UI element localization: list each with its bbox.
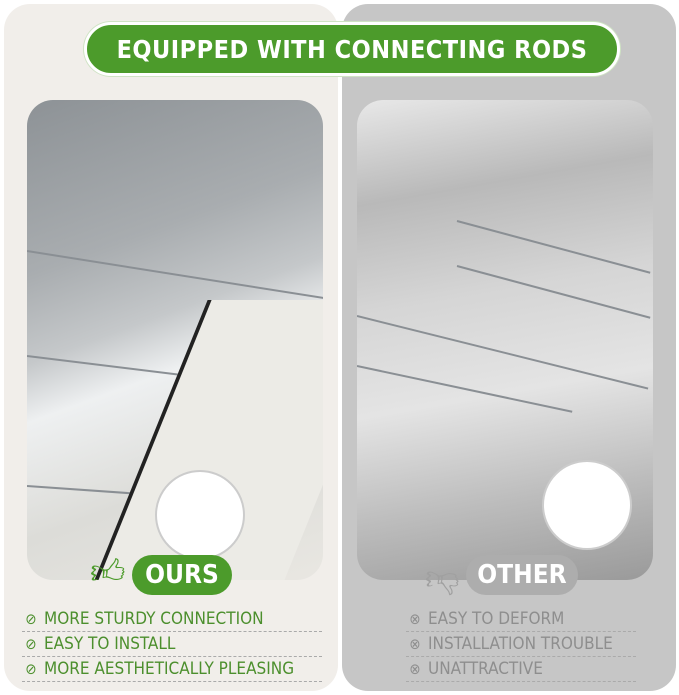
list-item: ⊘ MORE STURDY CONNECTION [22,607,322,632]
other-feature-list: ⊗ EASY TO DEFORM ⊗ INSTALLATION TROUBLE ⊗ U… [406,607,636,682]
ours-product-photo [27,100,323,580]
feature-text: EASY TO INSTALL [44,634,176,654]
other-label: OTHER [466,555,578,595]
x-circle-icon: ⊗ [409,610,421,628]
x-circle-icon: ⊗ [409,660,421,678]
feature-text: MORE STURDY CONNECTION [44,609,264,629]
list-item: ⊘ EASY TO INSTALL [22,632,322,657]
check-circle-icon: ⊘ [25,660,37,678]
thumbs-up-icon: 👍︎ [90,552,126,592]
feature-text: INSTALLATION TROUBLE [428,634,613,654]
check-circle-icon: ⊘ [25,610,37,628]
ours-feature-list: ⊘ MORE STURDY CONNECTION ⊘ EASY TO INSTALL… [22,607,322,682]
rod-connector-closeup [155,470,245,560]
list-item: ⊗ UNATTRACTIVE [406,657,636,682]
list-item: ⊗ INSTALLATION TROUBLE [406,632,636,657]
ours-label: OURS [132,555,232,595]
check-circle-icon: ⊘ [25,635,37,653]
broken-connection-closeup [542,460,632,550]
list-item: ⊘ MORE AESTHETICALLY PLEASING [22,657,322,682]
feature-text: EASY TO DEFORM [428,609,565,629]
page-title: EQUIPPED WITH CONNECTING RODS [84,22,620,76]
feature-text: UNATTRACTIVE [428,659,543,679]
x-circle-icon: ⊗ [409,635,421,653]
other-product-photo [357,100,653,580]
list-item: ⊗ EASY TO DEFORM [406,607,636,632]
feature-text: MORE AESTHETICALLY PLEASING [44,659,295,679]
thumbs-down-icon: 👎︎ [425,558,460,598]
